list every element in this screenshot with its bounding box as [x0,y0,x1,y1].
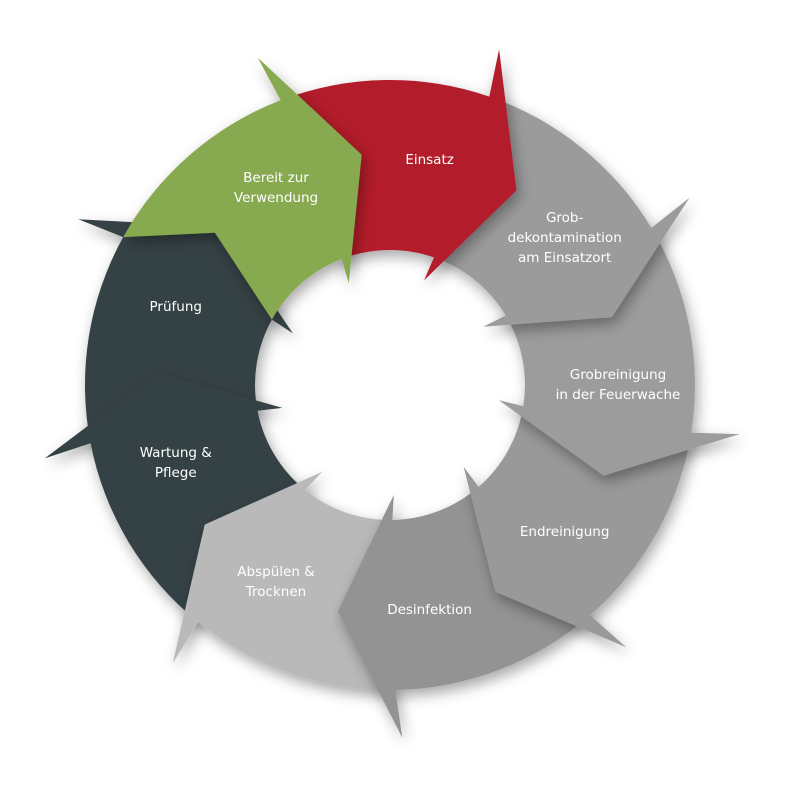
label-line: Wartung & [139,444,212,461]
label-line: Grobreinigung [569,367,667,383]
label-line: Verwendung [233,189,319,206]
label-line: Endreinigung [519,523,610,540]
label-line: Bereit zur [243,169,309,186]
label-line: dekontamination [507,230,622,247]
label-line: Grob- [545,210,584,227]
segment-arrow-grobdekontamination [434,96,690,327]
segment-arrow-desinfektion [337,486,591,738]
segment-label-grobdekontamination: Grob-dekontamination am Einsatzort [508,208,622,268]
segment-label-grobreinigung: Grobreinigung in der Feuerwache [556,365,681,405]
label-line: Einsatz [405,152,454,169]
segment-label-pruefung: Prüfung [150,297,202,317]
label-line: Prüfung [149,299,202,316]
segment-arrow-grobreinigung [498,227,740,476]
segment-label-desinfektion: Desinfektion [387,600,472,620]
segment-arrow-bereit-zur-verwendung [123,57,362,320]
segment-arrow-einsatz [280,49,517,281]
segment-label-wartung-pflege: Wartung & Pflege [140,443,212,483]
segment-label-abspuelen-trocknen: Abspülen & Trocknen [237,562,314,602]
label-line: in der Feuerwache [555,387,681,403]
segment-arrow-endreinigung [463,406,692,648]
label-line: Trocknen [245,584,307,601]
label-line: Abspülen & [237,564,315,581]
segment-arrow-abspuelen-trocknen [172,471,396,691]
segment-arrow-pruefung [78,219,293,444]
segment-arrow-wartung-pflege [44,372,305,622]
label-line: Desinfektion [387,601,472,618]
segment-label-endreinigung: Endreinigung [520,522,610,542]
segment-label-einsatz: Einsatz [405,150,454,170]
label-line: am Einsatzort [517,250,612,267]
label-line: Pflege [154,464,197,481]
